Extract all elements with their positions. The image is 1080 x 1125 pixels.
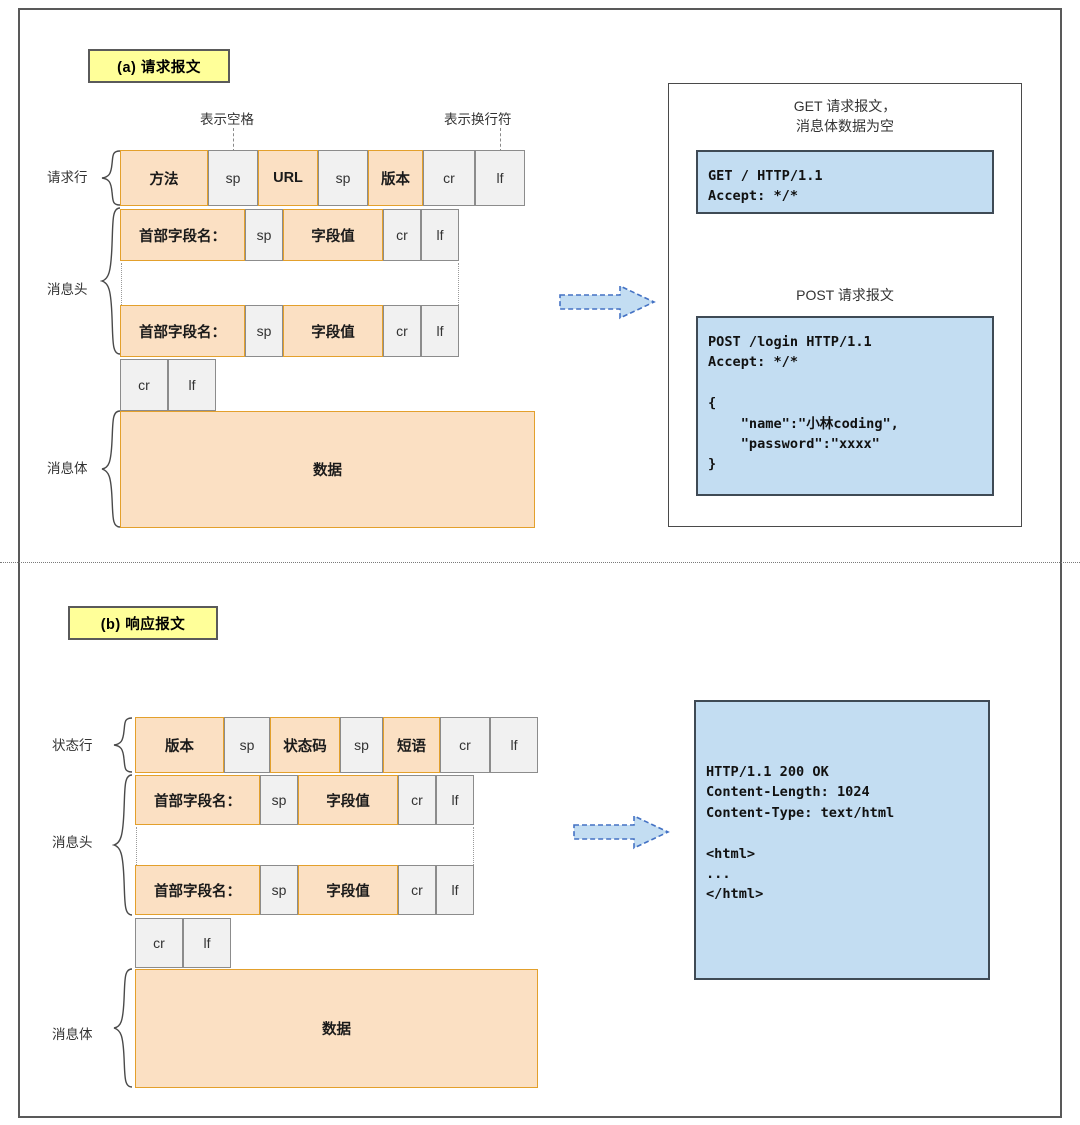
label-request-body: 消息体 xyxy=(47,461,88,476)
cell-url: URL xyxy=(258,150,318,206)
brace-request-headers xyxy=(100,207,121,355)
cell-resp-version: 版本 xyxy=(135,717,224,773)
section-divider xyxy=(0,562,1080,563)
label-request-line: 请求行 xyxy=(47,170,88,185)
cell-reason-phrase: 短语 xyxy=(383,717,440,773)
headers-continuation-left xyxy=(121,263,122,305)
get-example-title: GET 请求报文， 消息体数据为空 xyxy=(793,98,897,135)
cell-resp-header-cr-2: cr xyxy=(398,865,436,915)
cell-resp-sp-2: sp xyxy=(340,717,383,773)
cell-resp-header-value-2: 字段值 xyxy=(298,865,398,915)
resp-headers-continuation-left xyxy=(136,827,137,865)
brace-request-line xyxy=(101,150,121,206)
cell-blank-lf: lf xyxy=(168,359,216,411)
label-response-headers: 消息头 xyxy=(52,835,93,850)
cell-header-sp-2: sp xyxy=(245,305,283,357)
cell-sp-1: sp xyxy=(208,150,258,206)
post-example-code: POST /login HTTP/1.1 Accept: */* { "name… xyxy=(696,316,994,496)
post-example-title: POST 请求报文 xyxy=(796,287,894,303)
cell-header-name-2: 首部字段名： xyxy=(120,305,245,357)
cell-header-value-2: 字段值 xyxy=(283,305,383,357)
response-section-badge: (b) 响应报文 xyxy=(68,606,218,640)
cell-resp-header-value-1: 字段值 xyxy=(298,775,398,825)
annotation-crlf-leader xyxy=(500,128,501,152)
cell-sp-2: sp xyxy=(318,150,368,206)
cell-header-value-1: 字段值 xyxy=(283,209,383,261)
cell-resp-lf-1: lf xyxy=(490,717,538,773)
cell-header-cr-1: cr xyxy=(383,209,421,261)
annotation-space-leader xyxy=(233,128,234,152)
cell-resp-blank-cr: cr xyxy=(135,918,183,968)
brace-response-headers xyxy=(112,774,133,916)
cell-header-lf-2: lf xyxy=(421,305,459,357)
cell-resp-cr-1: cr xyxy=(440,717,490,773)
cell-resp-header-lf-2: lf xyxy=(436,865,474,915)
annotation-space-label: 表示空格 xyxy=(200,112,254,127)
annotation-crlf-label: 表示换行符 xyxy=(444,112,512,127)
cell-request-body: 数据 xyxy=(120,411,535,528)
response-example-code: HTTP/1.1 200 OK Content-Length: 1024 Con… xyxy=(694,700,990,980)
cell-resp-blank-lf: lf xyxy=(183,918,231,968)
cell-resp-header-name-2: 首部字段名： xyxy=(135,865,260,915)
brace-status-line xyxy=(113,717,133,773)
cell-resp-header-sp-1: sp xyxy=(260,775,298,825)
cell-blank-cr: cr xyxy=(120,359,168,411)
cell-version: 版本 xyxy=(368,150,423,206)
label-status-line: 状态行 xyxy=(52,738,93,753)
cell-resp-header-name-1: 首部字段名： xyxy=(135,775,260,825)
label-response-body: 消息体 xyxy=(52,1027,93,1042)
resp-headers-continuation-right xyxy=(473,827,474,865)
cell-resp-sp-1: sp xyxy=(224,717,270,773)
brace-request-body xyxy=(101,410,121,528)
label-request-headers: 消息头 xyxy=(47,282,88,297)
get-example-code: GET / HTTP/1.1 Accept: */* xyxy=(696,150,994,214)
cell-resp-header-cr-1: cr xyxy=(398,775,436,825)
cell-response-body: 数据 xyxy=(135,969,538,1088)
cell-resp-header-sp-2: sp xyxy=(260,865,298,915)
cell-header-lf-1: lf xyxy=(421,209,459,261)
cell-cr-1: cr xyxy=(423,150,475,206)
cell-header-sp-1: sp xyxy=(245,209,283,261)
cell-method: 方法 xyxy=(120,150,208,206)
cell-header-name-1: 首部字段名： xyxy=(120,209,245,261)
cell-header-cr-2: cr xyxy=(383,305,421,357)
request-section-badge: (a) 请求报文 xyxy=(88,49,230,83)
headers-continuation-right xyxy=(458,263,459,305)
cell-status-code: 状态码 xyxy=(270,717,340,773)
cell-resp-header-lf-1: lf xyxy=(436,775,474,825)
cell-lf-1: lf xyxy=(475,150,525,206)
brace-response-body xyxy=(113,968,133,1088)
